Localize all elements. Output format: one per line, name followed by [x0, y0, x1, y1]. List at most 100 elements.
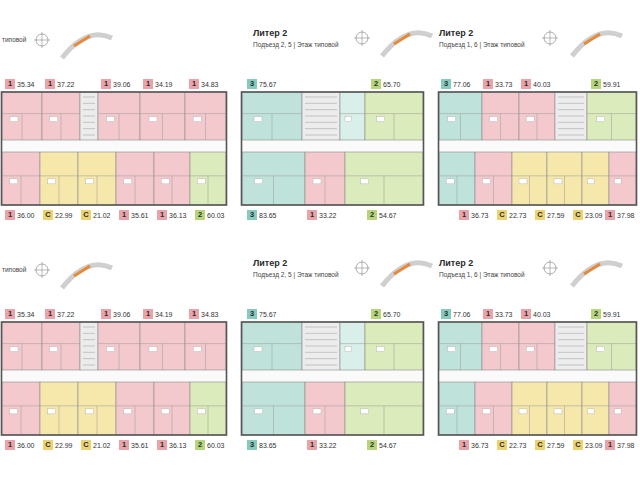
room-wall [272, 114, 273, 140]
furniture [448, 347, 456, 352]
furniture [193, 347, 201, 352]
apartment-badge: 140.03 [520, 79, 552, 89]
corridor [242, 370, 423, 382]
stair-step [305, 327, 337, 328]
area-value: 34.83 [201, 311, 219, 318]
apartment-cell [345, 382, 423, 435]
room-count: С [43, 210, 53, 220]
room-count: 1 [157, 440, 167, 450]
stair-step [305, 103, 337, 104]
section-title: Литер 2 [253, 28, 287, 38]
room-count: С [535, 210, 545, 220]
area-value: 21.02 [93, 212, 111, 219]
area-value: 77.06 [453, 81, 471, 88]
stair-step [305, 352, 337, 353]
floor-plan-panel: Литер 2Подъезд 2, 5 | Этаж типовой375.67… [240, 26, 425, 226]
apartment-cell [302, 322, 340, 370]
stair-step [305, 365, 337, 366]
apartment-cell [305, 152, 345, 205]
apartment-cell [475, 382, 512, 435]
area-value: 33.73 [495, 81, 513, 88]
room-count: 1 [483, 309, 493, 319]
apartment-cell [587, 92, 636, 140]
stair-step [305, 346, 337, 347]
apartment-badge: С23.09 [572, 440, 604, 450]
apartment-cell [190, 152, 226, 205]
apartment-cell [302, 92, 340, 140]
area-value: 37.22 [57, 311, 75, 318]
stair-step [305, 135, 337, 136]
stair-step [305, 358, 337, 359]
apartment-badge: 137.98 [604, 440, 636, 450]
room-count: 2 [195, 440, 205, 450]
apartment-cell [512, 152, 547, 205]
room-count: 2 [367, 440, 377, 450]
apartment-badge: С21.02 [80, 210, 112, 220]
furniture [587, 179, 594, 184]
furniture [197, 179, 205, 184]
area-value: 33.73 [495, 311, 513, 318]
stair-step [83, 128, 95, 129]
room-count: 2 [371, 309, 381, 319]
stair-step [305, 116, 337, 117]
apartment-badge: 140.03 [520, 309, 552, 319]
apartment-cell [80, 322, 98, 370]
site-sketch-highlight [584, 34, 600, 44]
room-wall [611, 114, 612, 140]
furniture [526, 347, 534, 352]
room-count: 3 [247, 309, 257, 319]
room-count: 1 [5, 440, 15, 450]
floor-plan-panel: Литер 2Подъезд 1, 6 | Этаж типовой377.06… [437, 256, 638, 456]
room-count: С [81, 210, 91, 220]
room-count: 1 [5, 309, 15, 319]
area-value: 27.59 [547, 442, 565, 449]
area-value: 77.06 [453, 311, 471, 318]
outer-wall [242, 322, 424, 435]
stair-step [305, 109, 337, 110]
room-count: 1 [157, 210, 167, 220]
apartment-cell [519, 322, 555, 370]
apartment-badge: 139.06 [100, 309, 132, 319]
room-count: С [43, 440, 53, 450]
room-count: 1 [143, 309, 153, 319]
site-sketch [382, 263, 432, 286]
stair-step [83, 116, 95, 117]
area-value: 23.09 [585, 442, 603, 449]
apartment-cell [40, 152, 78, 205]
stair-step [558, 339, 584, 340]
room-wall [61, 344, 62, 370]
apartment-badge: 265.70 [370, 309, 402, 319]
apartment-cell [439, 322, 482, 370]
apartment-badge: 133.22 [306, 210, 338, 220]
furniture [554, 409, 562, 414]
apartment-badge: 383.65 [246, 440, 278, 450]
room-count: С [497, 210, 507, 220]
stair-step [83, 109, 95, 110]
area-value: 22.73 [509, 442, 527, 449]
furniture [48, 409, 56, 414]
room-wall [394, 344, 395, 370]
room-wall [97, 406, 98, 435]
room-count: 1 [5, 210, 15, 220]
apartment-cell [80, 92, 98, 140]
furniture [106, 117, 114, 122]
section-subtitle: Подъезд 1, 6 | Этаж типовой [439, 41, 525, 48]
furniture [482, 409, 490, 414]
floor-plan-panel: типовой135.34137.22139.06134.19134.83136… [0, 26, 228, 226]
apartment-badge: 136.13 [156, 440, 188, 450]
furniture [597, 117, 605, 122]
room-count: 1 [101, 79, 111, 89]
apartment-cell [439, 152, 475, 205]
area-value: 40.03 [533, 311, 551, 318]
area-value: 54.67 [379, 212, 397, 219]
furniture [161, 409, 169, 414]
furniture [106, 347, 114, 352]
apartment-cell [154, 152, 190, 205]
room-count: 3 [247, 210, 257, 220]
apartment-cell [2, 382, 40, 435]
room-count: 1 [605, 210, 615, 220]
room-wall [500, 344, 501, 370]
apartment-badge: 254.67 [366, 440, 398, 450]
stair-step [83, 135, 95, 136]
